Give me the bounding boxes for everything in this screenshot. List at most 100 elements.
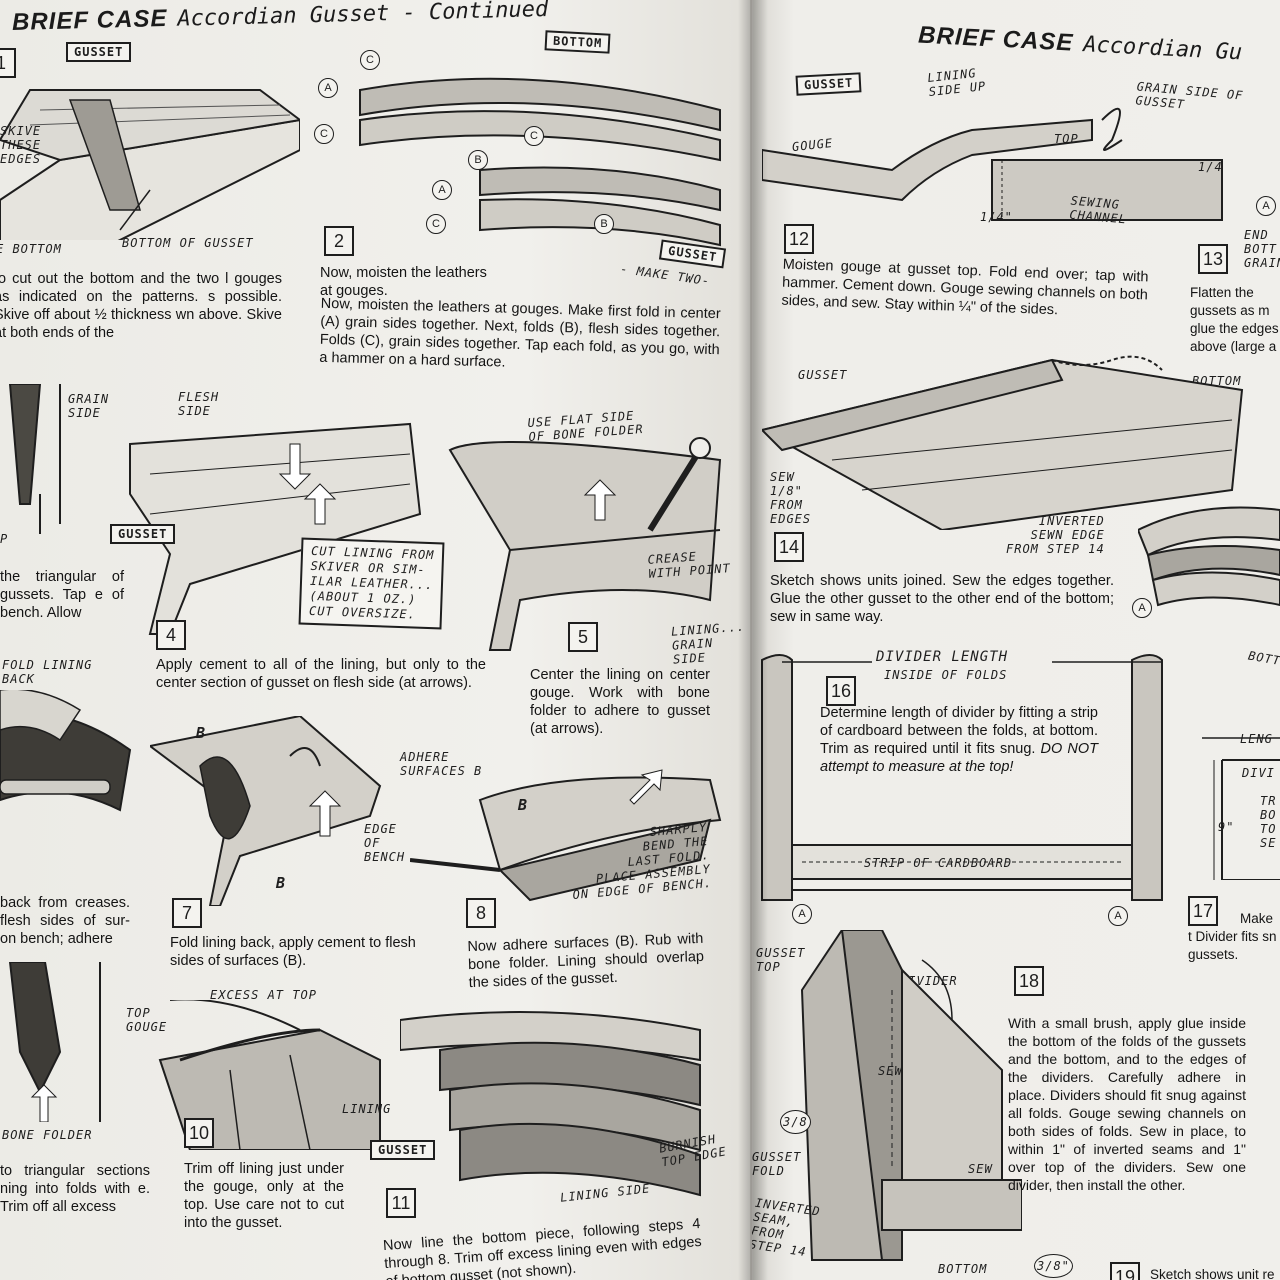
step-17-tr-label: TR BO TO SE bbox=[1260, 794, 1277, 850]
step-17-divi-label: DIVI bbox=[1242, 766, 1275, 780]
step-2-circle-c: C bbox=[426, 214, 446, 234]
step-7-b-label-1: B bbox=[196, 724, 207, 742]
step-12-quarter-label-1: 1/4" bbox=[980, 210, 1013, 224]
step-9-bone-label: BONE FOLDER bbox=[2, 1128, 93, 1142]
step-8-b-label: B bbox=[518, 796, 529, 814]
step-14-sew-label: SEW 1/8" FROM EDGES bbox=[770, 470, 812, 526]
step-2-text-a: Now, moisten the leathers at gouges. bbox=[320, 265, 487, 299]
step-11-text: Now line the bottom piece, following ste… bbox=[382, 1215, 703, 1280]
step-11-gusset-label: GUSSET bbox=[370, 1140, 436, 1160]
step-2-circle-b: B bbox=[468, 150, 488, 170]
step-10-top-gouge-label: TOP GOUGE bbox=[126, 1006, 168, 1034]
step-16-text-italic: DO NOT attempt to measure at the top! bbox=[820, 741, 1099, 775]
step-14-text: Sketch shows units joined. Sew the edges… bbox=[770, 573, 1114, 625]
step-16-number: 16 bbox=[826, 676, 856, 706]
step-3-p-label: P bbox=[0, 532, 9, 546]
step-5-lining-label: LINING... GRAIN SIDE bbox=[670, 619, 746, 667]
step-11-number: 11 bbox=[386, 1188, 416, 1218]
step-2-illustration bbox=[359, 77, 721, 247]
step-16-illustration bbox=[761, 654, 1163, 901]
step-2-circle-b: B bbox=[594, 214, 614, 234]
step-1-text: to cut out the bottom and the two l goug… bbox=[0, 271, 282, 341]
step-4-text: Apply cement to all of the lining, but o… bbox=[156, 657, 486, 691]
step-2-circle-c: C bbox=[314, 124, 334, 144]
step-2-number: 2 bbox=[324, 226, 354, 256]
step-12-lining-label: LINING SIDE UP bbox=[926, 65, 987, 99]
step-7-text: Fold lining back, apply cement to flesh … bbox=[170, 935, 416, 969]
step-13-number: 13 bbox=[1198, 244, 1228, 274]
step-1-number: 1 bbox=[0, 48, 16, 78]
step-15-bottom-label: BOTTO bbox=[1247, 648, 1280, 670]
step-8-sharply-label: SHARPLY BEND THE LAST FOLD. PLACE ASSEMB… bbox=[572, 820, 713, 902]
step-17-nine-label: 9" bbox=[1218, 820, 1235, 834]
step-12-number: 12 bbox=[784, 224, 814, 254]
step-2-circle-c: C bbox=[524, 126, 544, 146]
left-page: BRIEF CASE Accordian Gusset - Continued 1… bbox=[0, 0, 752, 1280]
step-14-gusset-label: GUSSET bbox=[798, 368, 848, 382]
step-16-circle-a-2: A bbox=[1108, 906, 1128, 926]
step-16-inside-label: INSIDE OF FOLDS bbox=[884, 668, 1008, 682]
step-2-text: Now, moisten the leathers at gouges. Mak… bbox=[319, 295, 721, 371]
step-18-gusset-top-label: GUSSET TOP bbox=[756, 946, 806, 974]
step-14-illustration bbox=[762, 355, 1244, 530]
header-subtitle: Accordian Gusset - Continued bbox=[177, 0, 549, 32]
step-4-note: CUT LINING FROM SKIVER OR SIM- ILAR LEAT… bbox=[298, 537, 445, 630]
step-3-text: the triangular of gussets. Tap e of benc… bbox=[0, 569, 124, 621]
step-16-text-body: Determine length of divider by fitting a… bbox=[820, 705, 1098, 757]
step-15-circle-a: A bbox=[1132, 598, 1152, 618]
step-5-illustration bbox=[448, 437, 722, 651]
step-8-edge-label: EDGE OF BENCH bbox=[364, 822, 406, 864]
step-17-number: 17 bbox=[1188, 896, 1218, 926]
step-4-flesh-label: FLESH SIDE bbox=[178, 390, 220, 418]
step-18-sew-label-1: SEW bbox=[878, 1064, 903, 1078]
step-7-b-label-2: B bbox=[276, 874, 287, 892]
step-10-excess-label: EXCESS AT TOP bbox=[210, 988, 317, 1002]
step-18-bottom-label: BOTTOM bbox=[938, 1262, 988, 1276]
header-title: BRIEF CASE bbox=[11, 4, 168, 37]
step-10-illustration bbox=[158, 1000, 381, 1150]
step-12-top-label: TOP bbox=[1054, 132, 1079, 146]
step-2-circle-a: A bbox=[432, 180, 452, 200]
step-17-illustration bbox=[1202, 737, 1280, 880]
step-2-circle-a: A bbox=[318, 78, 338, 98]
step-6-text: back from creases. flesh sides of sur- o… bbox=[0, 895, 130, 947]
step-5-number: 5 bbox=[568, 622, 598, 652]
step-12-illustration bbox=[762, 107, 1223, 221]
step-16-divider-label: DIVIDER LENGTH bbox=[876, 649, 1009, 665]
step-13-circle-a: A bbox=[1256, 196, 1276, 216]
step-17-text: Make t Divider fits sn gussets. bbox=[1188, 911, 1277, 962]
step-8-adhere-label: ADHERE SURFACES B bbox=[400, 750, 483, 778]
step-12-quarter-label-2: 1/4 bbox=[1198, 160, 1223, 174]
step-8-text: Now adhere surfaces (B). Rub with bone f… bbox=[467, 930, 705, 992]
step-17-length-label: LENG bbox=[1240, 732, 1273, 746]
step-16-text: Determine length of divider by fitting a… bbox=[820, 704, 1098, 776]
step-1-skive-label: SKIVE THESE EDGES bbox=[0, 124, 42, 166]
step-9-text: to triangular sections ning into folds w… bbox=[0, 1163, 150, 1215]
step-10-lining-label: LINING bbox=[342, 1102, 392, 1116]
step-18-number: 18 bbox=[1014, 966, 1044, 996]
step-4-gusset-label: GUSSET bbox=[110, 524, 176, 544]
step-14-inverted-label: INVERTED SEWN EDGE FROM STEP 14 bbox=[1006, 514, 1105, 556]
step-7-illustration bbox=[150, 716, 382, 906]
header-title: BRIEF CASE bbox=[917, 21, 1075, 57]
step-13-text: Flatten the gussets as m glue the edges … bbox=[1190, 285, 1279, 354]
step-15-illustration bbox=[1138, 506, 1280, 607]
step-13-end-label: END BOTT GRAIN bbox=[1244, 228, 1280, 270]
step-7-number: 7 bbox=[172, 898, 202, 928]
step-12-sewing-label: SEWING CHANNEL bbox=[1068, 193, 1128, 227]
step-18-38-label-b: 3/8" bbox=[1034, 1254, 1073, 1278]
step-1-bottom-gusset-label: BOTTOM OF GUSSET bbox=[122, 236, 254, 250]
step-18-fold-label: GUSSET FOLD bbox=[752, 1150, 802, 1178]
step-12-gusset-label: GUSSET bbox=[795, 72, 862, 96]
step-18-inverted-label: INVERTED SEAM, FROM STEP 14 bbox=[752, 1195, 822, 1260]
step-3-grain-label: GRAIN SIDE bbox=[68, 392, 110, 420]
step-10-number: 10 bbox=[184, 1118, 214, 1148]
step-18-illustration bbox=[800, 930, 1022, 1261]
step-8-illustration bbox=[410, 769, 722, 902]
step-4-number: 4 bbox=[156, 620, 186, 650]
step-10-text: Trim off lining just under the gouge, on… bbox=[184, 1161, 344, 1231]
step-1-bottom-label: E BOTTOM bbox=[0, 242, 62, 256]
step-19-number: 19 bbox=[1110, 1262, 1140, 1280]
step-9-illustration bbox=[8, 962, 101, 1122]
